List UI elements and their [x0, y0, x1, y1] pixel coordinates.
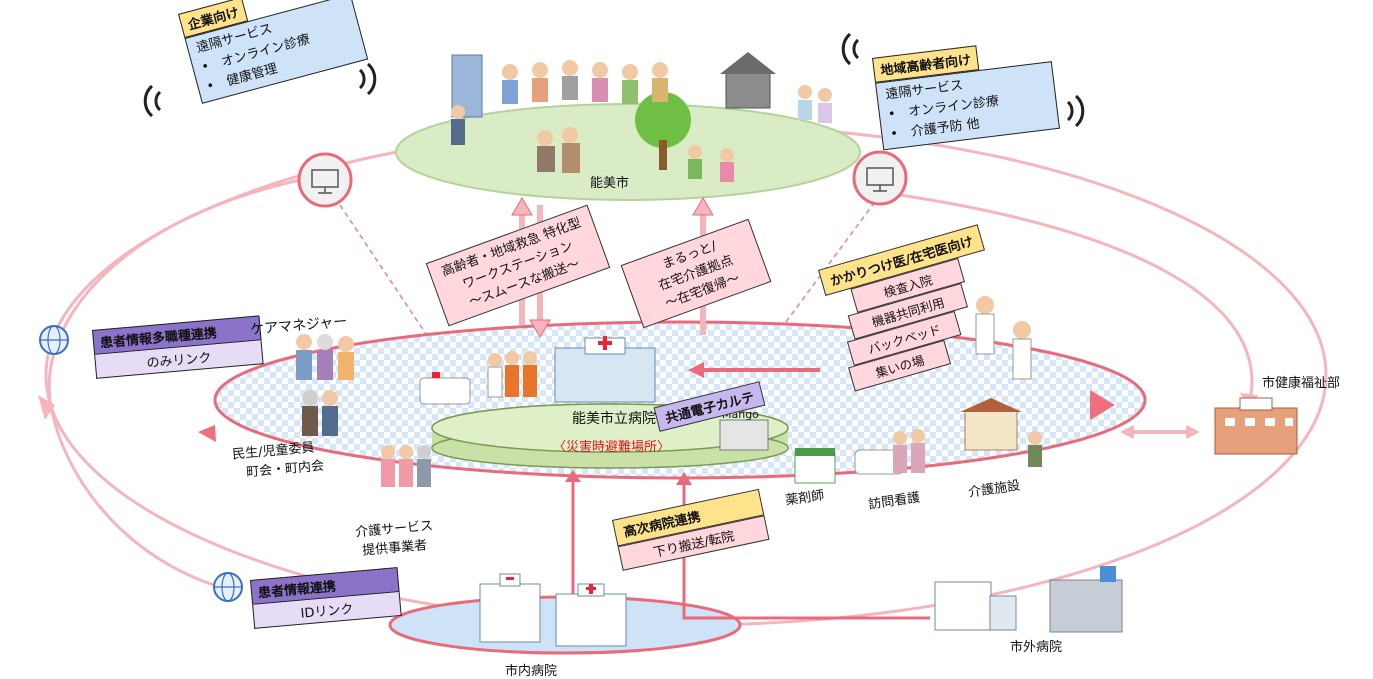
outside-hospitals-label: 市外病院 — [1010, 640, 1063, 655]
dash-left — [339, 204, 431, 341]
city-label: 能美市 — [590, 176, 630, 191]
shelter-label: 〈災害時避難場所〉 — [553, 440, 671, 455]
welfare-building — [1214, 397, 1298, 455]
hospital-label: 能美市立病院 — [572, 411, 656, 427]
city-hospitals-label: 市内病院 — [505, 664, 558, 679]
dash-right — [779, 194, 881, 331]
globe-icon-top — [39, 325, 69, 355]
left-arc-arrow — [47, 178, 301, 592]
globe-icon-bottom — [213, 572, 243, 602]
city-hospitals-buildings — [479, 573, 627, 647]
monitor-icon-left — [297, 152, 353, 208]
hospital-illustration — [419, 336, 769, 451]
city-illustration — [451, 52, 832, 182]
wifi-icon-left — [143, 62, 377, 118]
wifi-icon-right — [841, 32, 1085, 128]
outside-hospitals-buildings — [934, 566, 1123, 633]
right-arc-arrow — [899, 193, 1254, 401]
monitor-icon-right — [852, 150, 908, 206]
welfare-dept-label: 市健康福祉部 — [1262, 376, 1341, 391]
people-illustrations — [296, 296, 1042, 487]
